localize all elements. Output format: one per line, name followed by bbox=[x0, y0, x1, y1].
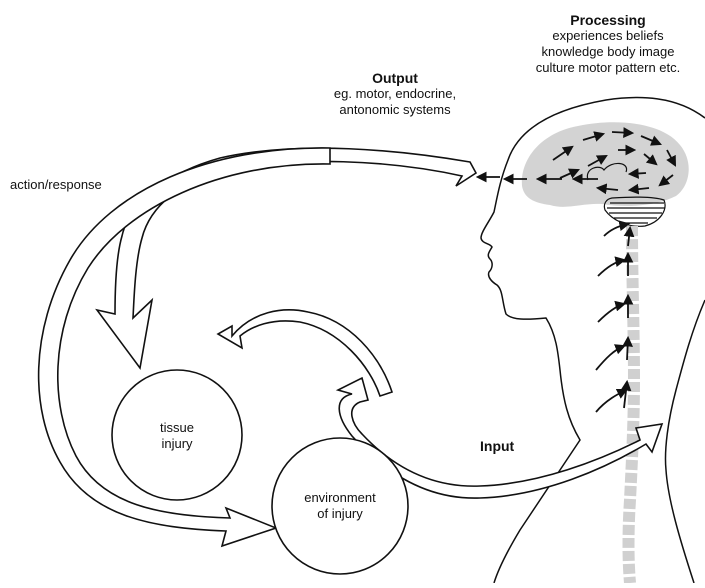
environment-line-1: environment bbox=[280, 490, 400, 506]
output-line-1: eg. motor, endocrine, bbox=[320, 86, 470, 102]
input-label: Input bbox=[480, 438, 514, 454]
processing-line-3: culture motor pattern etc. bbox=[510, 60, 705, 76]
output-hollow-arrow bbox=[97, 148, 476, 368]
output-title: Output bbox=[320, 70, 470, 86]
tissue-line-1: tissue bbox=[127, 420, 227, 436]
processing-line-2: knowledge body image bbox=[510, 44, 705, 60]
brain-shading bbox=[522, 122, 689, 207]
processing-label: Processing experiences beliefs knowledge… bbox=[510, 12, 705, 76]
back-silhouette bbox=[665, 300, 705, 583]
output-label: Output eg. motor, endocrine, antonomic s… bbox=[320, 70, 470, 118]
tissue-line-2: injury bbox=[127, 436, 227, 452]
tissue-injury-label: tissue injury bbox=[127, 420, 227, 452]
action-response-label: action/response bbox=[10, 177, 102, 193]
environment-loop-arrow bbox=[218, 310, 392, 396]
environment-label: environment of injury bbox=[280, 490, 400, 522]
processing-line-1: experiences beliefs bbox=[510, 28, 705, 44]
output-line-2: antonomic systems bbox=[320, 102, 470, 118]
environment-line-2: of injury bbox=[280, 506, 400, 522]
processing-title: Processing bbox=[510, 12, 705, 28]
spinal-cord bbox=[629, 226, 635, 583]
ascending-input-arrows bbox=[596, 224, 630, 412]
